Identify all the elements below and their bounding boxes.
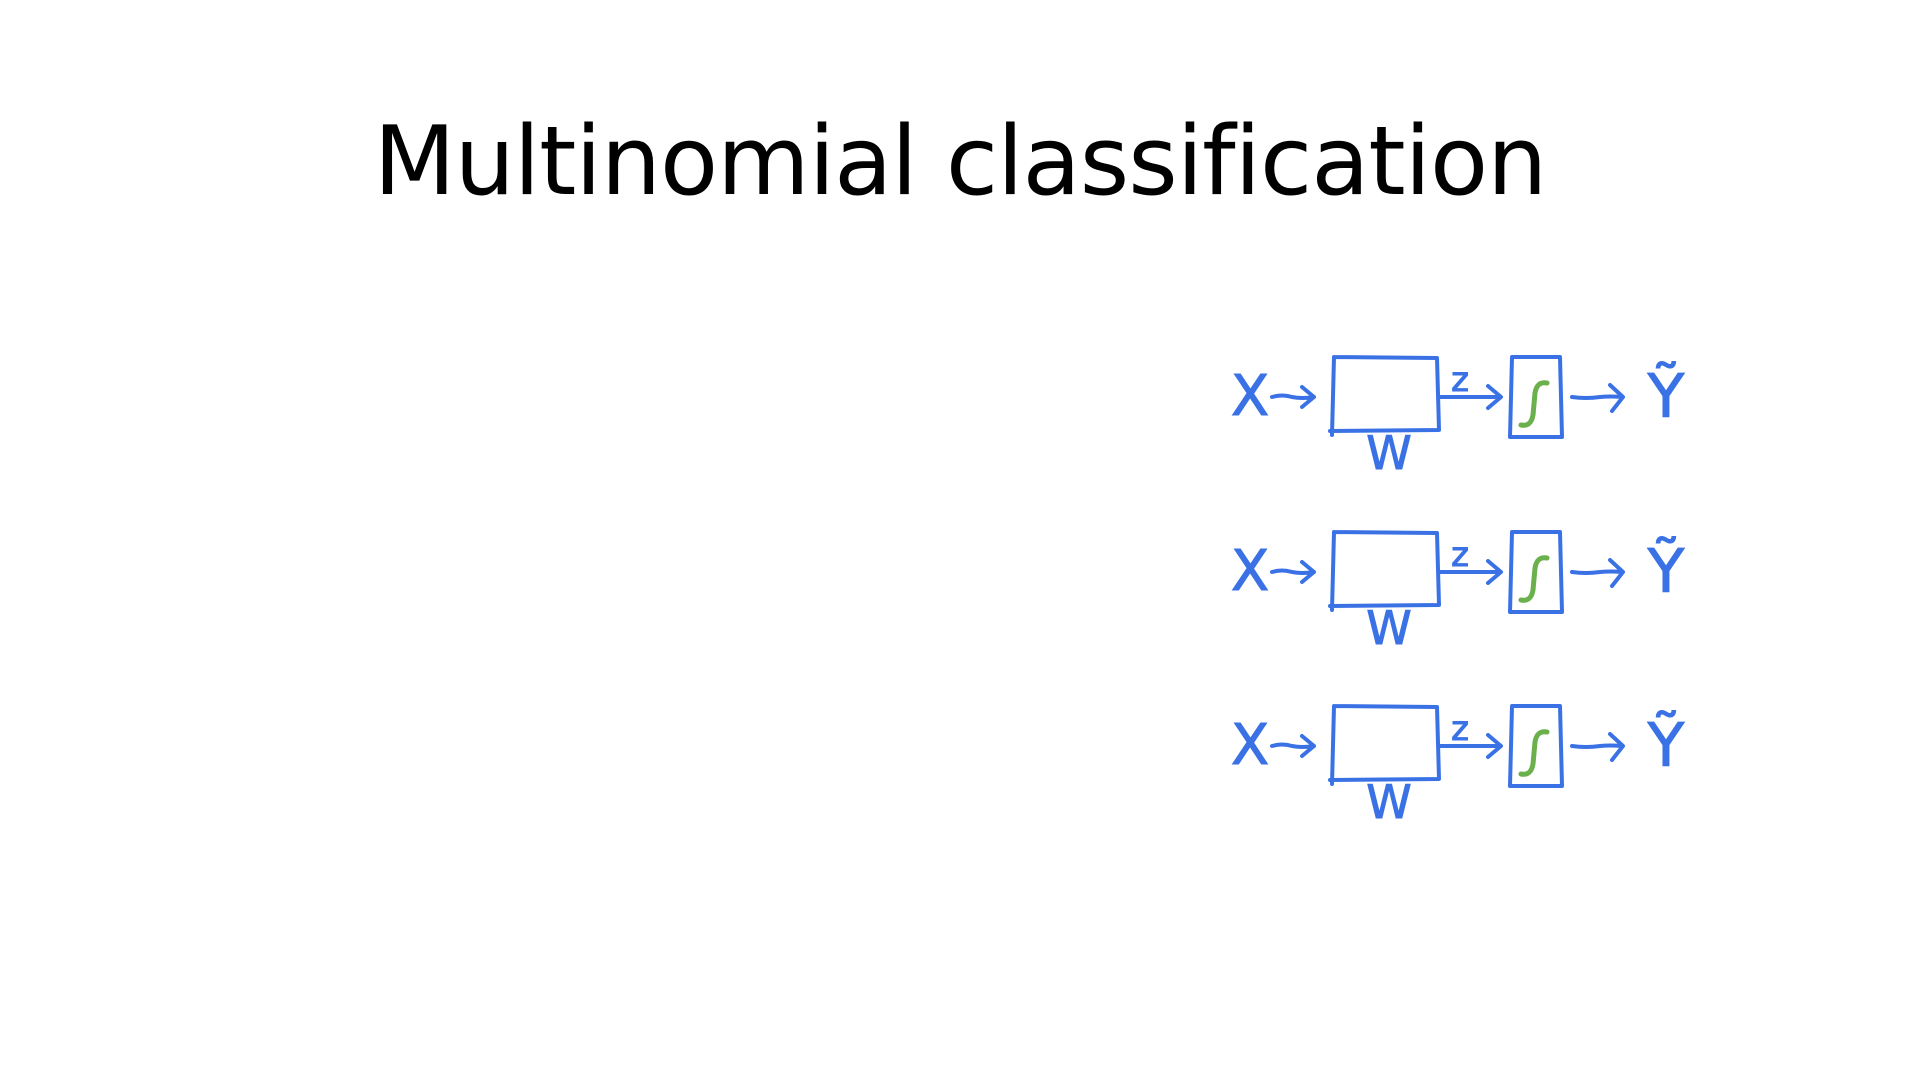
weights-box [1328,355,1441,437]
logit-arrow-icon [1438,733,1503,759]
weights-label-w: W [1366,601,1411,655]
input-label-x: X [1231,539,1269,604]
input-arrow-icon [1270,385,1316,409]
logit-arrow-icon [1438,384,1503,410]
weights-box [1328,704,1441,786]
output-label-y-hat: Ỹ [1647,535,1685,607]
classifier-row: X Wz Ỹ [1230,704,1685,830]
input-label-x: X [1231,713,1269,778]
logit-label-z: z [1451,360,1469,400]
activation-box [1508,530,1564,614]
input-label-x: X [1231,364,1269,429]
classifier-row: X Wz Ỹ [1230,530,1685,656]
slide-title: Multinomial classification [373,107,1548,217]
output-arrow-icon [1570,732,1625,762]
weights-box [1328,530,1441,612]
logit-label-z: z [1451,535,1469,575]
classifier-row: X Wz Ỹ [1230,355,1685,481]
output-arrow-icon [1570,383,1625,413]
output-label-y-hat: Ỹ [1647,360,1685,432]
output-label-y-hat: Ỹ [1647,709,1685,781]
activation-box [1508,355,1564,439]
output-arrow-icon [1570,558,1625,588]
weights-label-w: W [1366,775,1411,829]
weights-label-w: W [1366,426,1411,480]
sigmoid-curve-icon [1518,380,1550,428]
sigmoid-curve-icon [1518,555,1550,603]
logit-arrow-icon [1438,559,1503,585]
input-arrow-icon [1270,734,1316,758]
activation-box [1508,704,1564,788]
input-arrow-icon [1270,560,1316,584]
logit-label-z: z [1451,709,1469,749]
sigmoid-curve-icon [1518,729,1550,777]
